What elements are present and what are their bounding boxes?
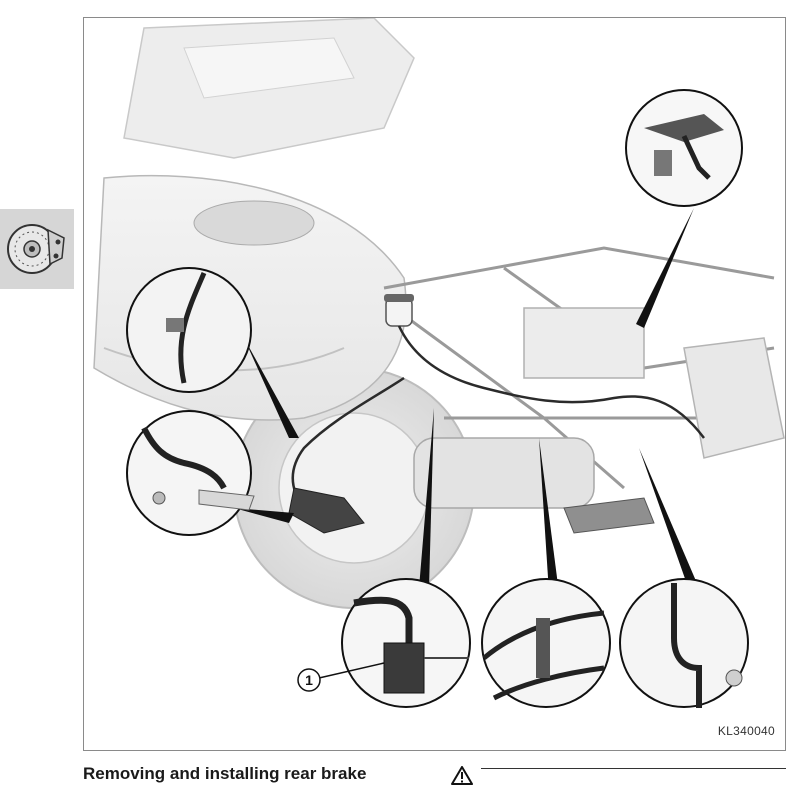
detail-circle-bottom-3	[619, 578, 749, 708]
warning-triangle-icon	[451, 766, 473, 785]
rear-wheel	[233, 367, 475, 609]
callout-1-number: 1	[305, 672, 313, 688]
seat	[123, 18, 415, 159]
figure-frame: 1 KL340040	[83, 17, 786, 751]
callout-1: 1	[297, 662, 385, 692]
detail-circle-left-lower	[126, 410, 255, 536]
detail-circle-left-upper	[126, 267, 252, 393]
figure-code: KL340040	[717, 724, 775, 738]
frame	[383, 246, 785, 509]
detail-leaders	[234, 208, 699, 593]
detail-circle-bottom-2	[481, 578, 611, 708]
detail-circle-upper-right	[625, 89, 743, 207]
brake-disc-icon	[7, 224, 65, 274]
brake-fluid-reservoir	[384, 294, 414, 327]
detail-circle-bottom-1	[341, 578, 471, 708]
footrest	[563, 497, 655, 534]
rear-brake-line	[291, 325, 705, 509]
section-heading: Removing and installing rear brake	[83, 764, 367, 783]
chapter-tab	[0, 209, 74, 289]
heading-rule	[481, 768, 786, 769]
brake-caliper	[288, 487, 365, 534]
rear-brake-line-illustration: 1	[93, 18, 785, 708]
